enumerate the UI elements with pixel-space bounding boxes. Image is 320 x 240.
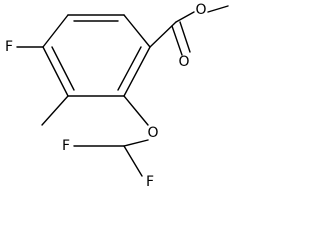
ester-oxygen-label: O — [195, 2, 206, 18]
benzene-ring — [42, 14, 151, 97]
carbonyl-double-bond-inner — [179, 21, 191, 53]
ether-oxygen-bond — [123, 95, 149, 126]
ring-bond-right-inner — [117, 46, 142, 91]
right-fluorine-bond — [123, 145, 143, 177]
left-fluorine-label: F — [62, 138, 70, 154]
methyl-bond — [41, 95, 69, 126]
ester-oxygen-bond — [175, 11, 195, 23]
ether-carbon-bond — [123, 139, 149, 147]
ether-oxygen-label: O — [147, 125, 158, 141]
ring-bond-top-right — [123, 14, 151, 48]
ring-bond-left — [42, 46, 69, 97]
chemical-structure: O O F O F F — [4, 2, 229, 190]
carbonyl-oxygen-label: O — [178, 54, 189, 70]
right-fluorine-label: F — [146, 174, 154, 190]
ester-group: O O — [149, 2, 229, 70]
ring-fluorine-label: F — [5, 39, 13, 55]
carbonyl-double-bond-outer — [171, 25, 183, 56]
ring-bond-top-left — [42, 14, 69, 48]
fluoro-methyl-substituents: F — [5, 39, 69, 126]
ring-bond-right — [123, 46, 151, 97]
methyl-ester-bond — [207, 5, 229, 13]
ring-bond-left-inner — [51, 46, 75, 91]
difluoromethoxy-group: O F F — [62, 95, 159, 190]
